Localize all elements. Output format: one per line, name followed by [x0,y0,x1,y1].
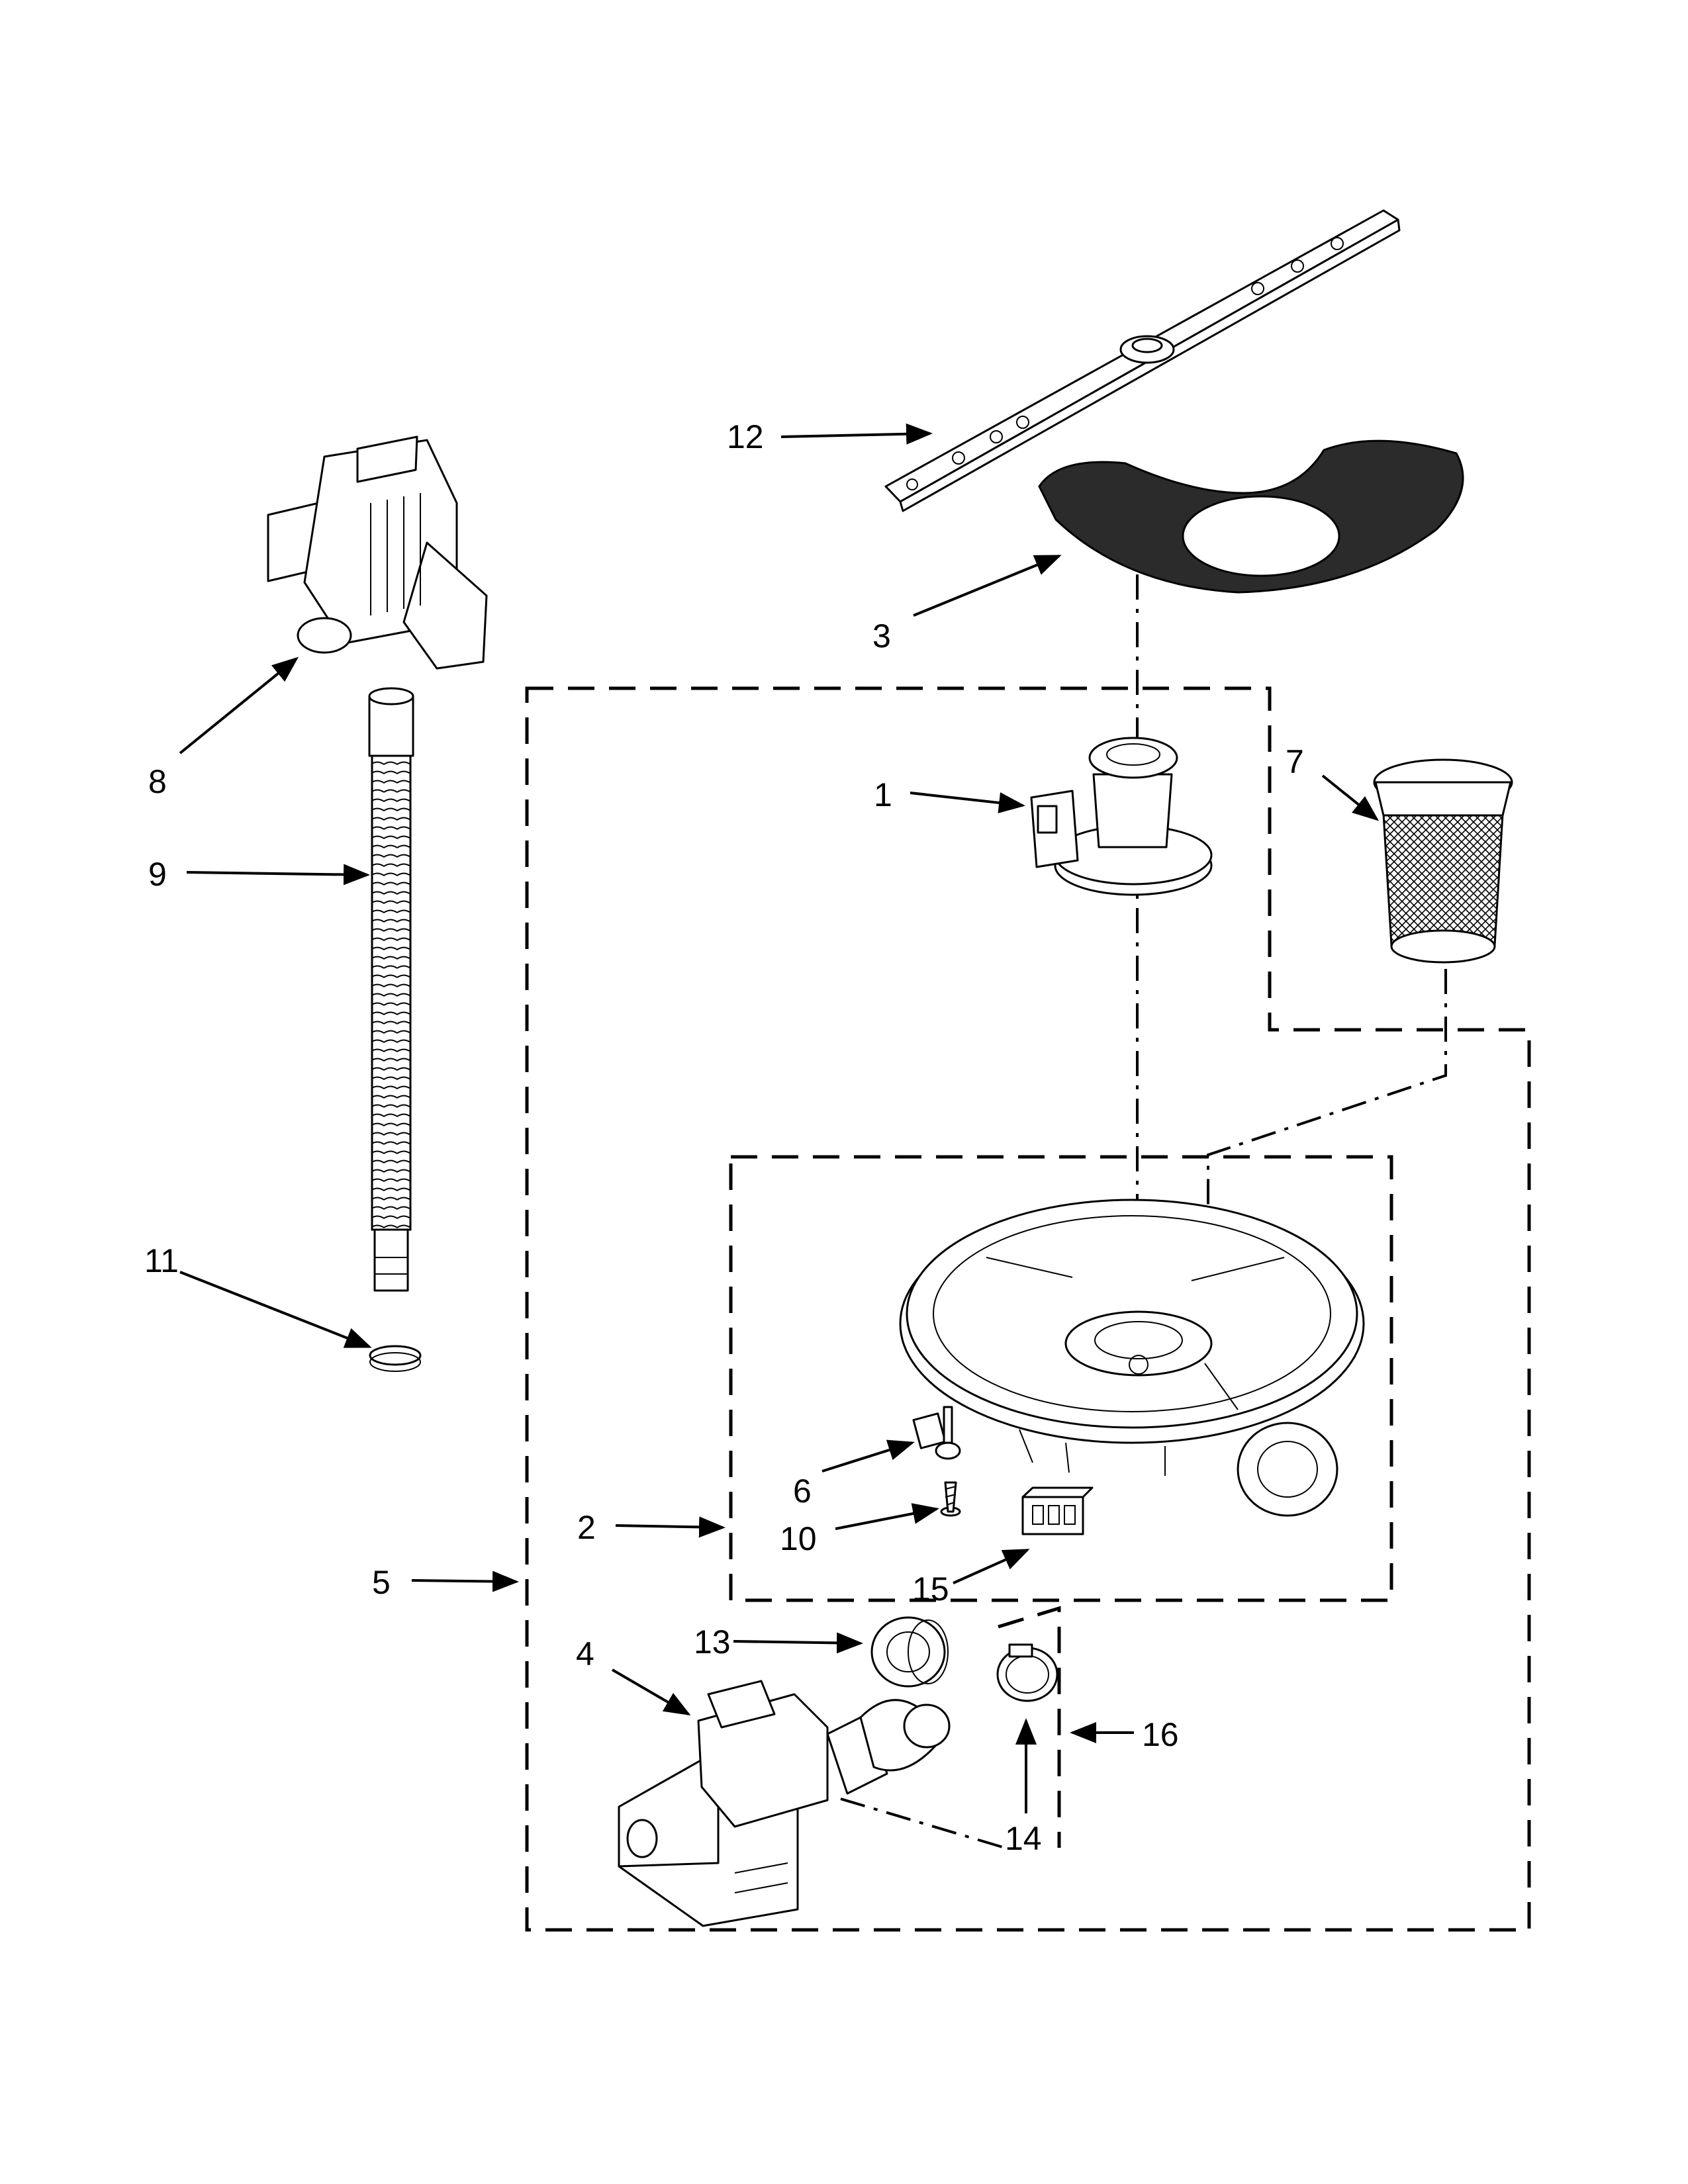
spray-arm-part-12 [884,209,1401,512]
deflector-part-3 [1038,439,1464,594]
circulation-pump-part-4 [618,1680,951,1927]
callout-11: 11 [144,1242,179,1279]
connector-part-15 [1021,1486,1094,1535]
callout-13: 13 [694,1623,731,1661]
clamp-group-16-boundary [998,1606,1061,1848]
diverter-part-1 [1030,737,1213,896]
screw-part-10 [940,1481,961,1517]
sensor-part-6 [912,1406,961,1460]
seal-part-13 [870,1616,949,1688]
callout-12: 12 [727,418,764,455]
filter-part-7 [1373,758,1513,964]
callout-8: 8 [148,763,167,800]
callout-9: 9 [148,856,167,893]
callout-4: 4 [576,1635,594,1672]
callout-2: 2 [577,1509,596,1546]
assembly-group-5-boundary [525,686,1531,1932]
callout-14: 14 [1005,1820,1042,1857]
callout-labels: 12 3 1 7 8 9 11 6 10 2 15 5 13 4 14 16 [144,418,1304,1857]
drain-hose-part-9 [368,687,414,1292]
callout-3: 3 [872,617,891,655]
callout-7: 7 [1286,743,1304,780]
hose-clamp-part-11 [369,1345,422,1372]
callout-16: 16 [1142,1716,1179,1753]
callout-10: 10 [780,1520,817,1557]
callout-15: 15 [912,1570,949,1608]
clamp-part-14 [996,1643,1058,1702]
callout-1: 1 [874,776,892,813]
assembly-group-2-boundary [729,1155,1393,1602]
center-lines [840,574,1447,1849]
leader-lines [179,423,1380,1813]
sump-assembly-part-2 [899,1199,1365,1517]
callout-5: 5 [372,1564,391,1601]
drain-pump-part-8 [267,435,488,670]
callout-6: 6 [793,1473,812,1510]
